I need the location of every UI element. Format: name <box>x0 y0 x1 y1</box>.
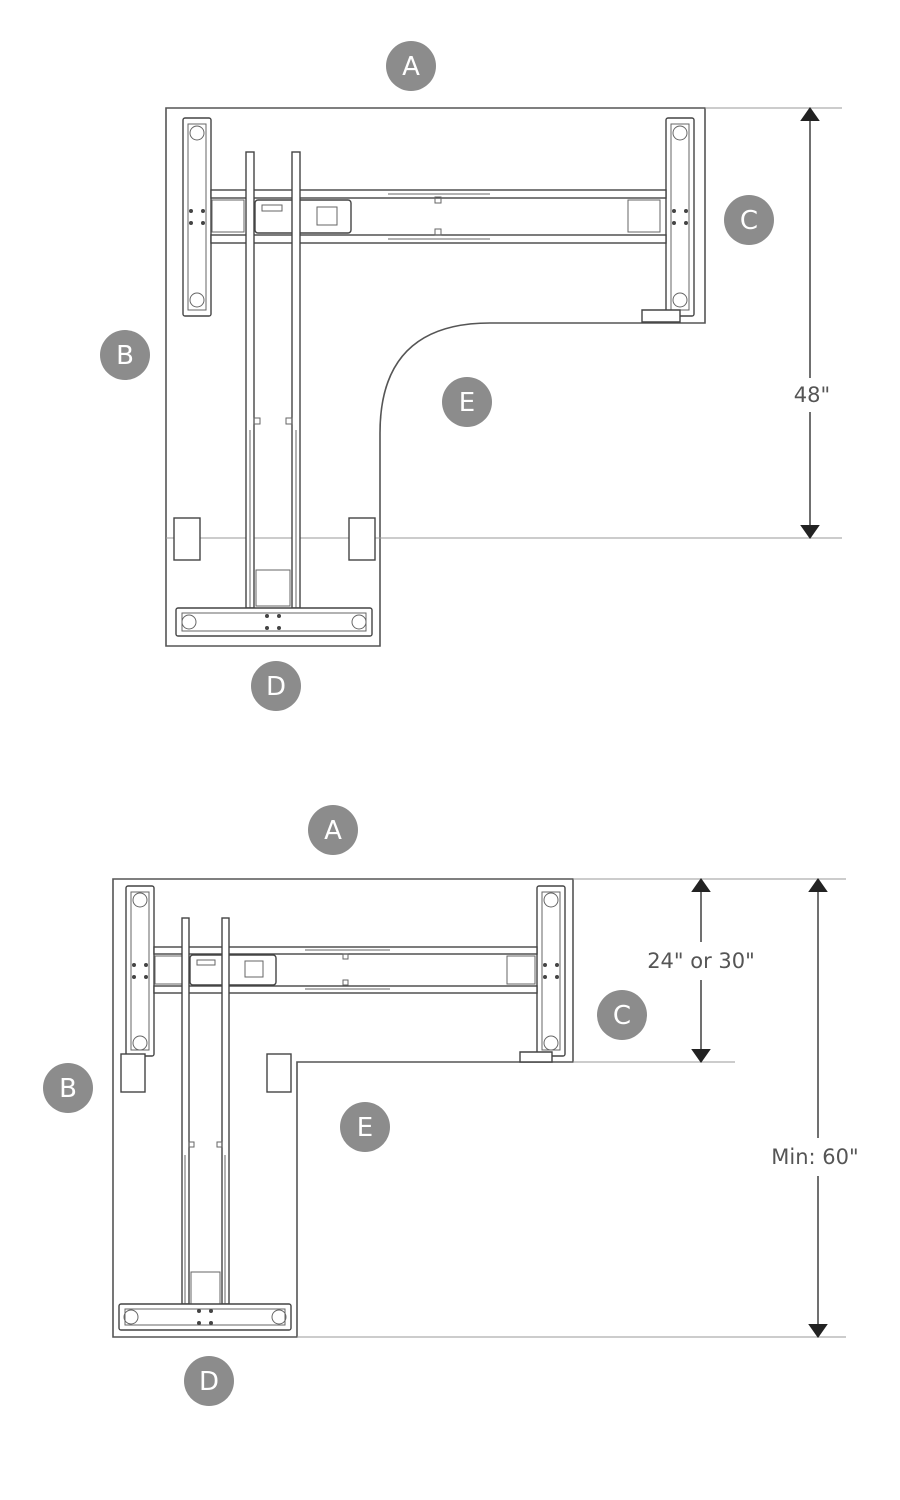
mounting-plate-right <box>348 517 376 561</box>
svg-text:A: A <box>402 52 420 82</box>
leg-foot-bottom <box>175 607 373 637</box>
control-box <box>254 199 352 234</box>
diagram-top: 48" <box>100 41 842 711</box>
desktop-outline <box>165 107 706 647</box>
label-badge-e: E <box>340 1102 390 1152</box>
svg-text:E: E <box>357 1113 373 1143</box>
label-badge-b: B <box>100 330 150 380</box>
dimension-label-depth: 24" or 30" <box>647 949 755 973</box>
label-badge-c: C <box>724 195 774 245</box>
crossbar-horizontal <box>210 189 667 244</box>
svg-text:D: D <box>199 1367 219 1397</box>
dimension-label-length: Min: 60" <box>771 1145 858 1169</box>
dimension-label-48: 48" <box>794 383 830 407</box>
leg-foot-left <box>182 117 212 317</box>
diagram-bottom: 24" or 30" Min: 60" <box>43 805 859 1406</box>
leg-foot-right <box>641 117 695 323</box>
label-badge-d: D <box>184 1356 234 1406</box>
svg-text:A: A <box>324 816 342 846</box>
label-badge-e: E <box>442 377 492 427</box>
label-badge-a: A <box>308 805 358 855</box>
control-box <box>189 954 277 986</box>
svg-text:E: E <box>459 388 475 418</box>
svg-text:D: D <box>266 672 286 702</box>
leg-foot-left <box>125 885 155 1057</box>
mounting-plate-right <box>266 1053 292 1093</box>
mounting-plate-left <box>120 1053 146 1093</box>
crossbar-horizontal <box>153 946 538 994</box>
label-badge-b: B <box>43 1063 93 1113</box>
label-badge-d: D <box>251 661 301 711</box>
svg-text:C: C <box>740 206 758 236</box>
leg-foot-right <box>519 885 566 1063</box>
svg-text:B: B <box>116 341 134 371</box>
label-badge-a: A <box>386 41 436 91</box>
svg-text:B: B <box>59 1074 77 1104</box>
svg-text:C: C <box>613 1001 631 1031</box>
mounting-plate-left <box>173 517 201 561</box>
label-badge-c: C <box>597 990 647 1040</box>
leg-foot-bottom <box>118 1303 292 1331</box>
